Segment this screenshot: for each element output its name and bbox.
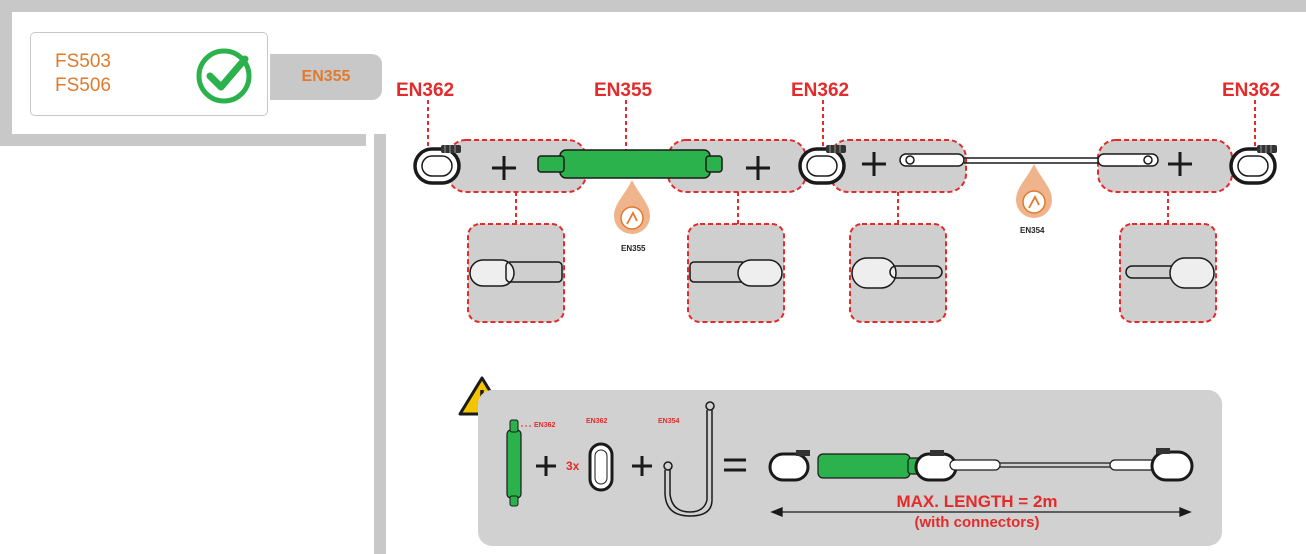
absorber-vertical — [506, 429, 522, 499]
label-en362-mid: EN362 — [791, 80, 850, 101]
check-circle-icon — [196, 48, 252, 104]
detail-connection — [469, 257, 1215, 289]
lanyard-loop — [663, 401, 715, 517]
detail-box — [1119, 223, 1217, 323]
panel-lanyard-tag: EN354 — [658, 418, 680, 425]
droplet-fall-icon — [1016, 164, 1052, 218]
assembled-lanyard — [768, 448, 1194, 482]
model-name: FS506 — [55, 75, 111, 96]
length-arrow — [770, 507, 1192, 517]
energy-absorber — [537, 149, 723, 179]
frame-inner — [12, 12, 20, 134]
standard-tab: EN355 — [270, 54, 382, 100]
frame-inner — [12, 126, 380, 134]
lanyard-rope — [899, 153, 1159, 167]
frame-left — [0, 0, 12, 146]
panel-connector-tag: EN362 — [586, 418, 608, 425]
plus-icon — [536, 456, 652, 476]
model-box: FS503 FS506 — [30, 32, 268, 116]
max-length-note: (with connectors) — [914, 514, 1040, 531]
frame-inner — [366, 126, 374, 554]
callout-bubble — [1097, 139, 1233, 193]
frame-divider-horizontal — [0, 134, 386, 146]
label-en355-absorber: EN355 — [594, 80, 653, 101]
max-length-label: MAX. LENGTH = 2m — [896, 492, 1058, 511]
detail-box — [687, 223, 785, 323]
label-en362-right: EN362 — [1222, 80, 1281, 101]
droplet-fall-icon — [614, 180, 650, 234]
panel-absorber-tag: EN362 — [534, 422, 556, 429]
label-en362-left: EN362 — [396, 80, 455, 101]
lanyard-drop-label: EN354 — [1020, 226, 1045, 235]
carabiner-icon — [588, 442, 614, 492]
equals-icon — [724, 458, 746, 472]
plus-icon — [492, 152, 1192, 180]
detail-box — [467, 223, 565, 323]
frame-inner — [12, 12, 1306, 20]
frame-top — [0, 0, 1306, 12]
absorber-drop-label: EN355 — [621, 244, 646, 253]
model-name: FS503 — [55, 51, 111, 72]
frame-divider-vertical — [374, 134, 386, 554]
panel-multiplier: 3x — [566, 459, 580, 473]
detail-box — [849, 223, 947, 323]
